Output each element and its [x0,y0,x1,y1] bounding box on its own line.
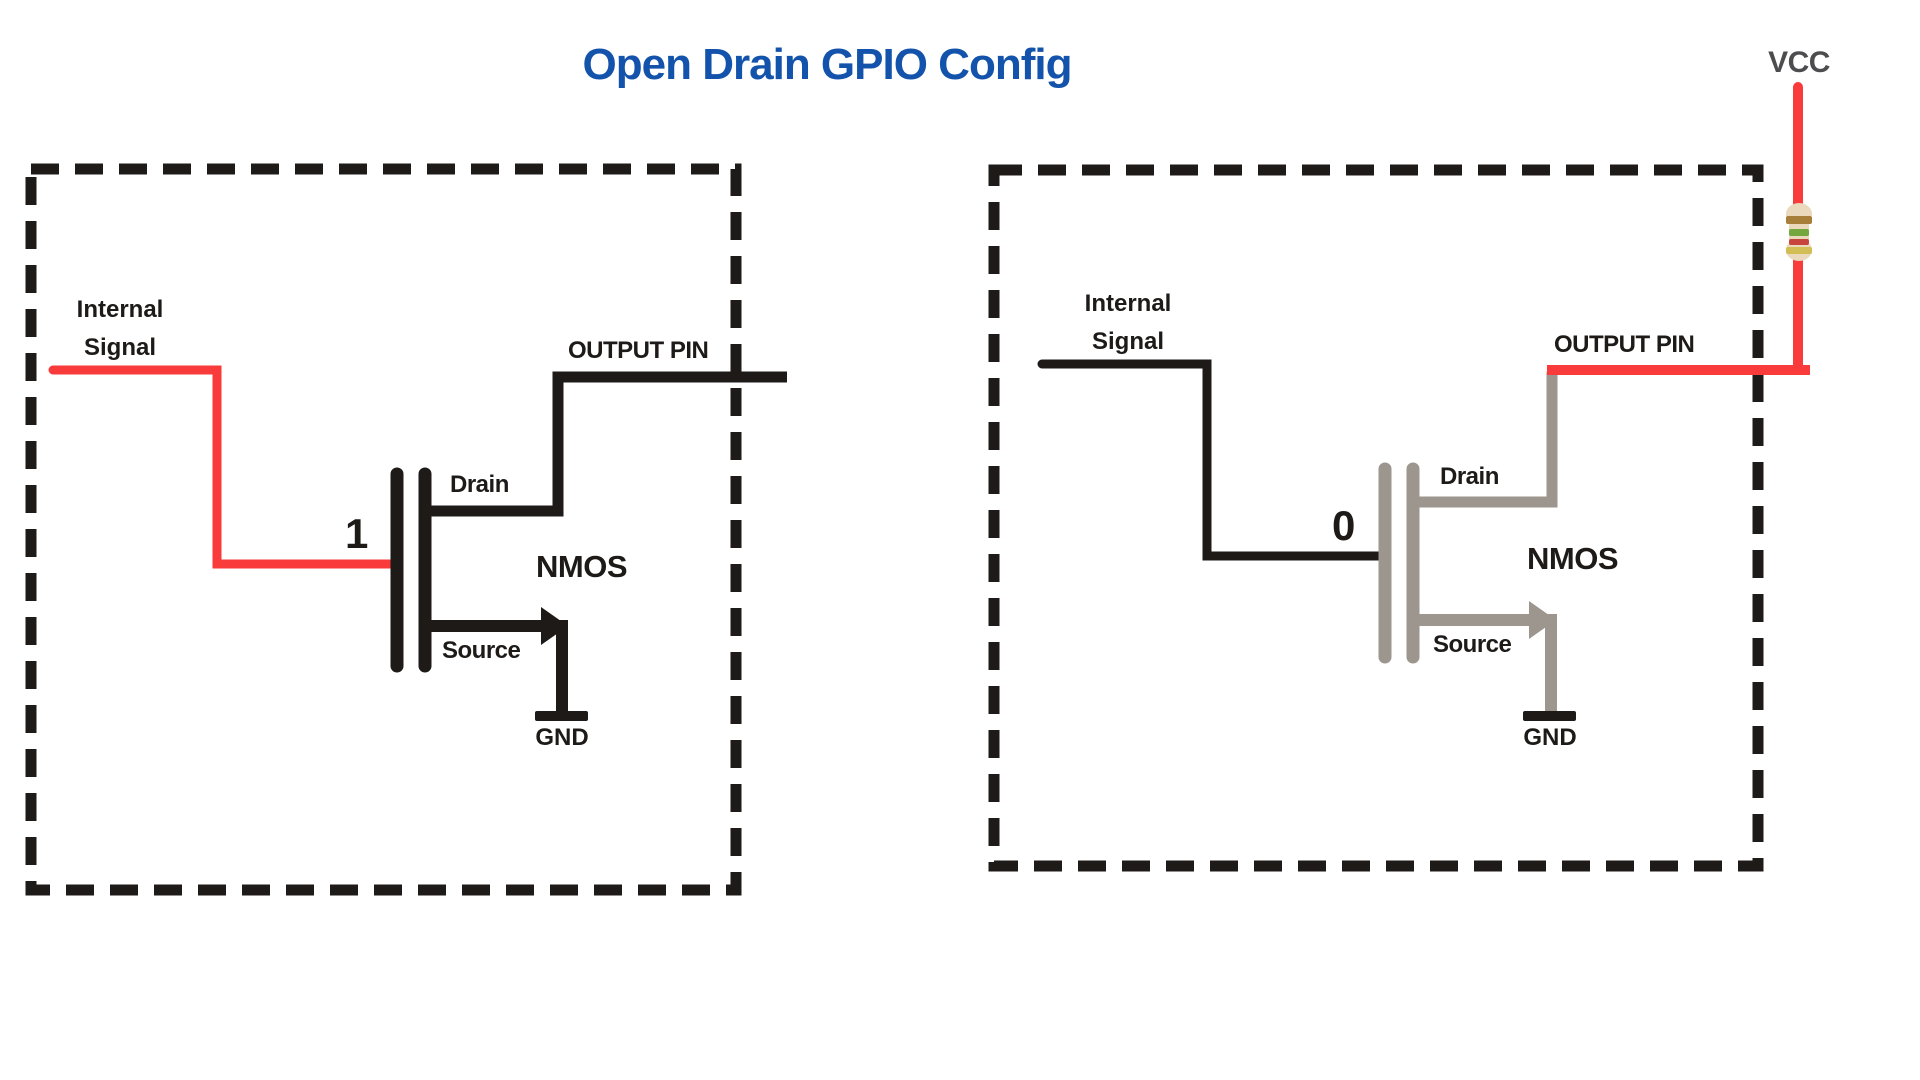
vcc-label: VCC [1768,46,1830,79]
left-gnd-bar [535,711,588,721]
right-drain-wire [1419,372,1558,508]
right-internal-signal-label: Internal Signal [1084,290,1172,355]
left-gpio-boundary-box [25,163,742,896]
right-transistor-label: NMOS [1527,541,1619,576]
left-source-label: Source [442,637,521,664]
left-drain-label: Drain [450,471,509,498]
right-gpio-boundary-box [988,164,1764,872]
left-gnd-label: GND [535,724,589,751]
right-gnd-bar [1523,711,1576,721]
right-gate-value: 0 [1332,502,1356,549]
right-output-pin-label: OUTPUT PIN [1554,331,1695,358]
left-internal-signal-wire [48,365,395,569]
left-gate-value: 1 [345,510,369,557]
right-drain-label: Drain [1440,463,1499,490]
left-transistor-label: NMOS [536,549,628,584]
pullup-resistor-icon [1786,203,1812,261]
right-source-label: Source [1433,631,1512,658]
right-source-arrowhead-icon [1529,601,1556,639]
left-source-arrowhead-icon [541,607,568,645]
right-gnd-label: GND [1523,724,1577,751]
left-output-pin-label: OUTPUT PIN [568,337,709,364]
left-internal-signal-label: Internal Signal [76,296,164,361]
page-title: Open Drain GPIO Config [582,40,1073,89]
left-drain-output-wire [431,371,787,517]
right-internal-signal-wire [1037,359,1384,561]
